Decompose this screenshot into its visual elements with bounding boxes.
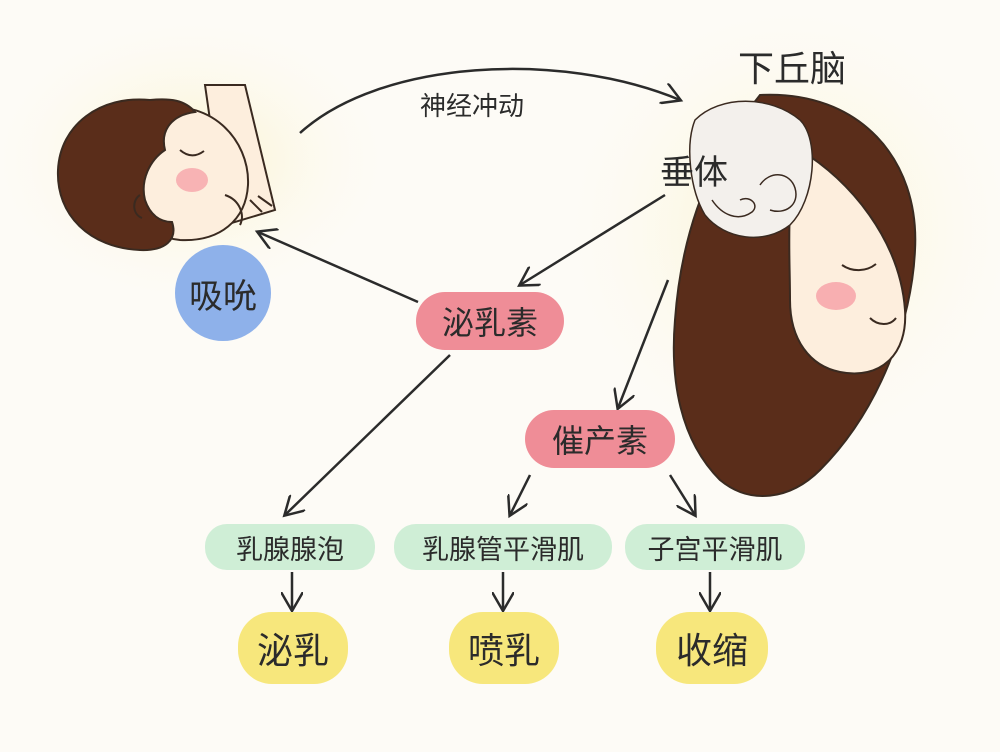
hypothalamus-label: 下丘脑	[738, 49, 847, 90]
oxytocin-to-duct-arrow	[510, 474, 532, 515]
mother-illustration	[672, 93, 917, 497]
nerve-impulse-label: 神经冲动	[420, 92, 525, 122]
uterine-smooth-muscle-node: 子宫平滑肌	[625, 524, 805, 570]
suckling-node: 吸吮	[175, 245, 271, 341]
nerve-impulse-arrow	[299, 67, 680, 134]
baby-illustration	[56, 84, 277, 252]
prolactin-to-suckling-arrow	[258, 232, 419, 304]
alveoli-node: 乳腺腺泡	[205, 524, 375, 570]
prolactin-to-alveoli-arrow	[285, 354, 451, 515]
pituitary-label: 垂体	[660, 153, 728, 193]
oxytocin-to-uterus-arrow	[668, 474, 695, 515]
duct-smooth-muscle-node: 乳腺管平滑肌	[394, 524, 612, 570]
prolactin-node: 泌乳素	[416, 292, 564, 350]
oxytocin-node: 催产素	[525, 410, 675, 468]
pituitary-to-prolactin-arrow	[520, 193, 666, 285]
contraction-node: 收缩	[656, 612, 768, 684]
pituitary-to-oxytocin-arrow	[618, 279, 670, 408]
milk-ejection-node: 喷乳	[449, 612, 559, 684]
lactation-node: 泌乳	[238, 612, 348, 684]
